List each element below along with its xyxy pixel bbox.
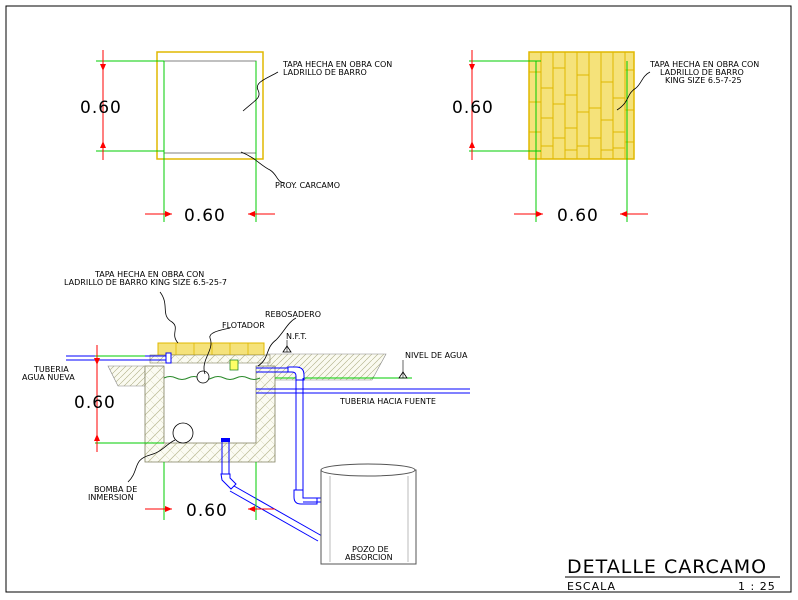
plan-left-note-lid-1: TAPA HECHA EN OBRA CON [282, 60, 392, 69]
plan-right-dim-vertical: 0.60 [452, 98, 494, 118]
section-overflow-label: REBOSADERO [265, 310, 321, 319]
float-ball [196, 370, 210, 384]
section-pump-1: BOMBA DE [94, 485, 137, 494]
scale-label: ESCALA [567, 580, 616, 593]
scale-value: 1 : 25 [738, 580, 776, 593]
plan-left-note-lid-2: LADRILLO DE BARRO [283, 68, 367, 77]
section-note-lid-2: LADRILLO DE BARRO KING SIZE 6.5-25-7 [64, 278, 227, 287]
section-well-1: POZO DE [352, 545, 389, 554]
plan-left-dim-horizontal: 0.60 [184, 206, 226, 226]
pit-projection [163, 60, 257, 154]
plan-view-left: 0.60 0.60 TAPA HECHA EN OBRA CON LADRILL… [80, 50, 392, 226]
section-dim-vertical: 0.60 [74, 393, 116, 413]
section-pump-2: INMERSION [88, 493, 134, 502]
plan-view-right: 0.60 0.60 TAPA HECHA EN OBRA CON LADRILL… [452, 50, 759, 226]
section-note-lid-1: TAPA HECHA EN OBRA CON [94, 270, 204, 279]
section-pipe-out-label: TUBERIA HACIA FUENTE [339, 397, 436, 406]
section-float-label: FLOTADOR [222, 321, 265, 330]
section-view: TAPA HECHA EN OBRA CON LADRILLO DE BARRO… [22, 270, 470, 565]
lid-outline [156, 51, 264, 160]
section-water-level-label: NIVEL DE AGUA [405, 351, 468, 360]
pump-symbol [172, 422, 194, 444]
section-pipe-in-2: AGUA NUEVA [22, 373, 75, 382]
plan-left-note-projection: PROY. CARCAMO [275, 181, 340, 190]
pit-walls [144, 365, 276, 463]
plan-right-dim-horizontal: 0.60 [557, 206, 599, 226]
plan-right-note-2: LADRILLO DE BARRO [660, 68, 744, 77]
plan-left-dim-vertical: 0.60 [80, 98, 122, 118]
section-dim-horizontal: 0.60 [186, 501, 228, 521]
brick-lid [528, 51, 635, 160]
section-pipe-in-1: TUBERIA [33, 365, 69, 374]
plan-right-note-1: TAPA HECHA EN OBRA CON [649, 60, 759, 69]
title-block: DETALLE CARCAMO ESCALA 1 : 25 [565, 556, 780, 593]
section-nft-label: N.F.T. [286, 332, 307, 341]
drawing-title: DETALLE CARCAMO [567, 556, 767, 578]
plan-right-note-3: KING SIZE 6.5-7-25 [665, 76, 742, 85]
section-well-2: ABSORCION [345, 553, 393, 562]
sheet-border [5, 5, 792, 593]
